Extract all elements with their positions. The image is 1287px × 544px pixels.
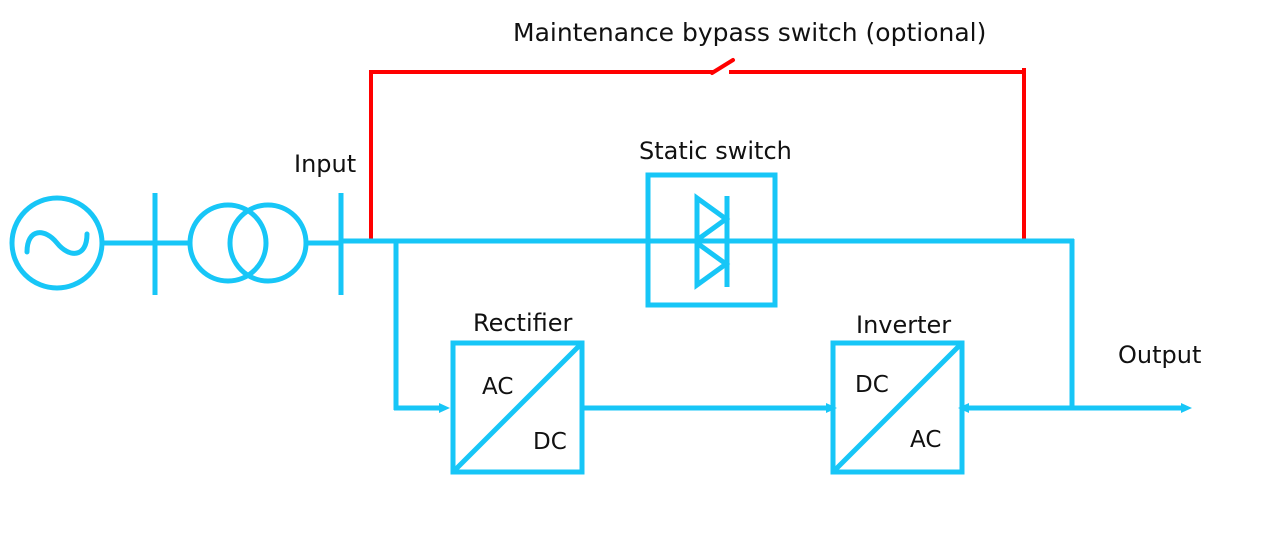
rectifier-input-label: AC: [482, 374, 513, 400]
thyristor-lower-icon: [694, 238, 731, 290]
maintenance-bypass-switch-blade[interactable]: [710, 58, 735, 75]
maintenance-bypass-switch-label: Maintenance bypass switch (optional): [513, 18, 986, 47]
inverter-block[interactable]: DC AC: [830, 340, 965, 475]
rectifier-block[interactable]: AC DC: [450, 340, 585, 475]
rectifier-diagonal: [453, 343, 582, 472]
inverter-diagonal: [833, 343, 962, 472]
ac-source: [9, 195, 105, 291]
rectifier-output-label: DC: [533, 429, 567, 455]
static-switch[interactable]: [645, 172, 778, 308]
output-label: Output: [1118, 341, 1201, 369]
static-switch-label: Static switch: [639, 137, 792, 165]
inverter-label: Inverter: [856, 311, 951, 339]
rectifier-label: Rectifier: [473, 309, 573, 337]
maintenance-bypass-branch: [369, 58, 1026, 243]
thyristor-upper-icon: [694, 193, 731, 245]
input-label: Input: [294, 150, 356, 178]
static-switch-box[interactable]: [645, 172, 778, 308]
transformer: [187, 202, 309, 284]
inverter-output-label: AC: [910, 427, 941, 453]
inverter-input-label: DC: [855, 372, 889, 398]
sine-wave-icon: [24, 230, 90, 256]
